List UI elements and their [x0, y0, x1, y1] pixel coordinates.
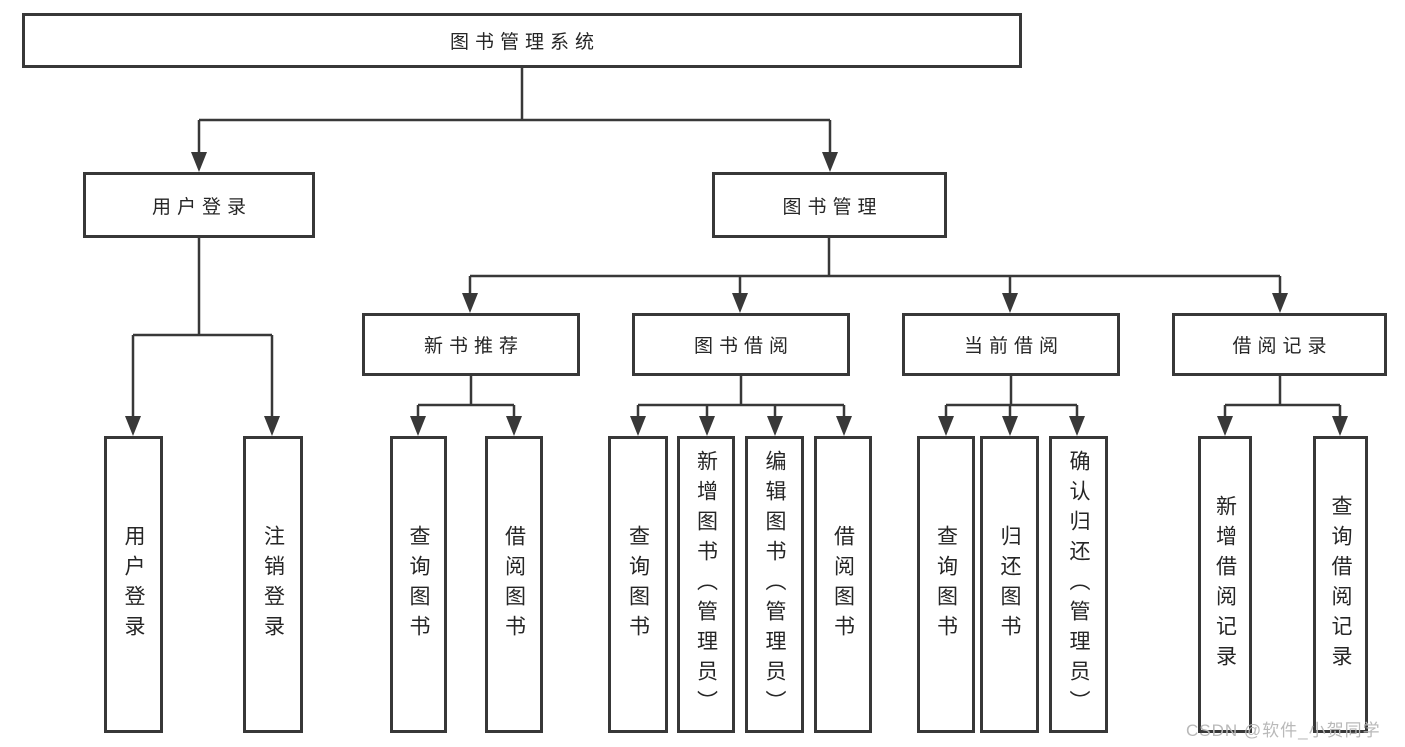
leaf-borrow-book-2: 借阅图书 — [814, 436, 872, 733]
node-label: 借阅图书 — [502, 524, 526, 645]
node-label: 编辑图书（管理员） — [763, 449, 786, 720]
node-book-management: 图书管理 — [712, 172, 947, 238]
node-label: 查询图书 — [407, 524, 430, 645]
leaf-user-login: 用户登录 — [104, 436, 163, 733]
node-label: 借阅记录 — [1232, 336, 1333, 357]
node-label: 查询图书 — [626, 524, 650, 645]
node-label: 新增借阅记录 — [1213, 494, 1237, 675]
node-label: 当前借阅 — [963, 336, 1064, 357]
leaf-confirm-return-admin: 确认归还（管理员） — [1049, 436, 1108, 733]
node-root-system: 图书管理系统 — [22, 13, 1022, 68]
leaf-logout: 注销登录 — [243, 436, 303, 733]
node-label: 借阅图书 — [831, 524, 855, 645]
node-label: 新增图书（管理员） — [694, 449, 718, 720]
node-label: 用户登录 — [122, 524, 145, 645]
leaf-edit-book-admin: 编辑图书（管理员） — [745, 436, 804, 733]
leaf-add-borrow-record: 新增借阅记录 — [1198, 436, 1252, 733]
node-label: 查询借阅记录 — [1329, 494, 1352, 675]
leaf-add-book-admin: 新增图书（管理员） — [677, 436, 735, 733]
node-label: 确认归还（管理员） — [1067, 449, 1090, 720]
leaf-query-book-3: 查询图书 — [917, 436, 975, 733]
leaf-borrow-book-1: 借阅图书 — [485, 436, 543, 733]
leaf-query-borrow-record: 查询借阅记录 — [1313, 436, 1368, 733]
node-label: 图书管理系统 — [449, 32, 600, 53]
node-label: 用户登录 — [151, 196, 252, 218]
node-book-borrow: 图书借阅 — [632, 313, 850, 376]
node-label: 图书借阅 — [693, 336, 794, 357]
node-borrow-record: 借阅记录 — [1172, 313, 1387, 376]
node-user-login: 用户登录 — [83, 172, 315, 238]
leaf-query-book-1: 查询图书 — [390, 436, 447, 733]
node-current-borrow: 当前借阅 — [902, 313, 1120, 376]
node-label: 查询图书 — [934, 524, 958, 645]
node-label: 归还图书 — [998, 524, 1021, 645]
node-label: 图书管理 — [782, 196, 883, 218]
csdn-watermark: CSDN @软件_小贺同学 — [1186, 721, 1381, 740]
node-label: 注销登录 — [261, 524, 285, 645]
node-label: 新书推荐 — [423, 336, 524, 357]
leaf-return-book: 归还图书 — [980, 436, 1039, 733]
leaf-query-book-2: 查询图书 — [608, 436, 668, 733]
node-new-book-recommend: 新书推荐 — [362, 313, 580, 376]
